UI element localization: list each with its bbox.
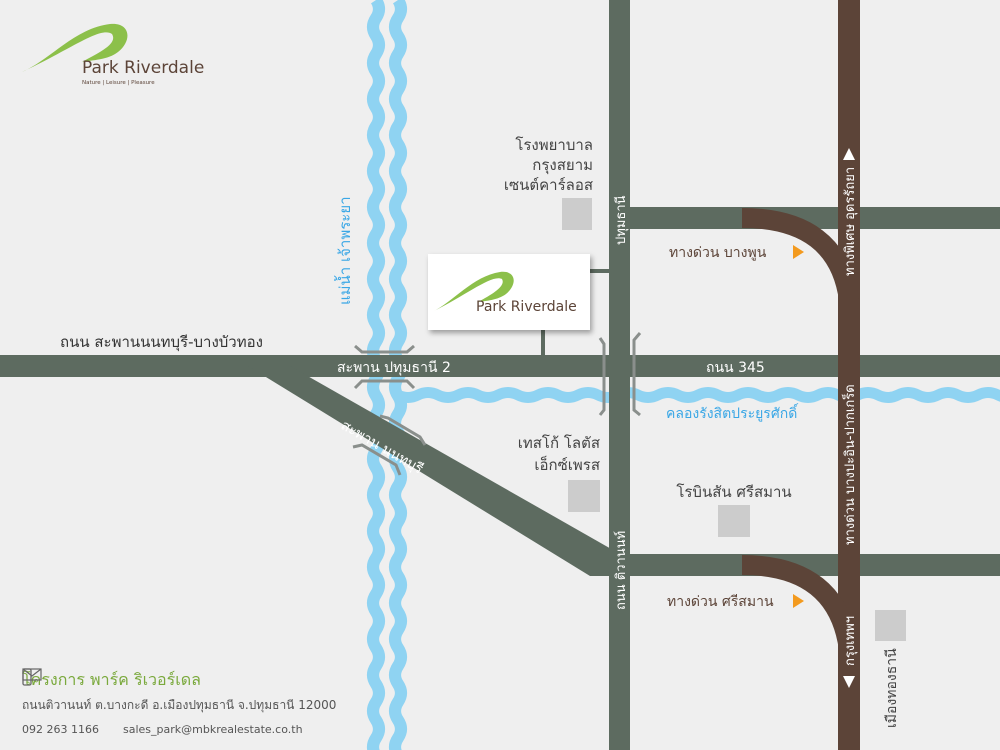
expressway-ramp-bangphun bbox=[741, 208, 859, 302]
project-address: ถนนติวานนท์ ต.บางกะดี อ.เมืองปทุมธานี จ.… bbox=[22, 698, 337, 712]
email-address[interactable]: sales_park@mbkrealestate.co.th bbox=[122, 723, 303, 736]
logo-connector-v bbox=[541, 330, 545, 355]
expressway-ramp-srisaman bbox=[741, 555, 859, 652]
label-tesco-line2: เอ็กซ์เพรส bbox=[534, 455, 600, 474]
envelope-icon bbox=[22, 668, 42, 681]
label-river: แม่น้ำ เจ้าพระยา bbox=[334, 196, 354, 305]
exit-arrow-bangphun-icon bbox=[793, 245, 804, 259]
label-exp-bangkok: กรุงเทพฯ bbox=[843, 616, 858, 666]
label-muangthong: เมืองทองธานี bbox=[884, 648, 900, 728]
expressway-vertical bbox=[838, 0, 860, 750]
phone-number[interactable]: 092 263 1166 bbox=[22, 723, 99, 736]
landmark-robinson-marker bbox=[718, 505, 750, 537]
road-diagonal-nonthaburi bbox=[248, 366, 620, 576]
landmark-tesco-marker bbox=[568, 480, 600, 512]
landmark-muangthong-marker bbox=[875, 610, 906, 641]
contact-block: โครงการ พาร์ค ริเวอร์เดล ถนนติวานนท์ ต.บ… bbox=[22, 668, 336, 736]
arrow-down-icon bbox=[843, 676, 855, 688]
project-location-marker[interactable]: Park Riverdale bbox=[428, 254, 590, 330]
bridge-345-brackets bbox=[598, 332, 642, 417]
bridge-pathum-brackets bbox=[353, 344, 416, 390]
label-road-pathum: ปทุมธานี bbox=[613, 195, 629, 245]
landmark-hospital-marker bbox=[562, 198, 592, 230]
project-name: โครงการ พาร์ค ริเวอร์เดล bbox=[22, 670, 201, 689]
label-exp-udon: ทางพิเศษ อุดรรัถยา bbox=[843, 167, 858, 276]
label-hospital-line1: โรงพยาบาล bbox=[515, 136, 593, 154]
label-exit-srisaman: ทางด่วน ศรีสมาน bbox=[667, 594, 774, 610]
river-chaophraya-right-bank bbox=[389, 0, 407, 750]
label-hospital-line2: กรุงสยาม bbox=[532, 156, 593, 175]
river-chaophraya-left-bank bbox=[367, 0, 385, 750]
brand-tagline: Nature | Leisure | Pleasure bbox=[82, 80, 155, 86]
label-road-left: ถนน สะพานนนทบุรี-บางบัวทอง bbox=[60, 333, 263, 352]
arrow-up-icon bbox=[843, 148, 855, 160]
label-road-345: ถนน 345 bbox=[706, 360, 765, 376]
exit-arrow-srisaman-icon bbox=[793, 594, 804, 608]
label-bridge-pathum: สะพาน ปทุมธานี 2 bbox=[337, 360, 451, 376]
label-exp-bangpa: ทางด่วน บางปะอิน-ปากเกร็ด bbox=[840, 384, 858, 545]
canal-rangsit bbox=[395, 387, 1000, 403]
label-robinson: โรบินสัน ศรีสมาน bbox=[676, 483, 791, 501]
label-hospital-line3: เซนต์คาร์ลอส bbox=[504, 176, 593, 194]
label-canal: คลองรังสิตประยูรศักดิ์ bbox=[666, 403, 799, 422]
project-logo: Park Riverdale bbox=[432, 271, 577, 315]
label-tesco-line1: เทสโก้ โลตัส bbox=[518, 434, 600, 452]
bridge-nonthaburi-brackets bbox=[352, 414, 427, 476]
project-logo-name: Park Riverdale bbox=[476, 299, 577, 315]
label-exit-bangphun: ทางด่วน บางพูน bbox=[669, 245, 767, 261]
road-main-horizontal bbox=[0, 355, 1000, 377]
logo-connector-h bbox=[590, 269, 610, 273]
brand-logo: Park Riverdale Nature | Leisure | Pleasu… bbox=[22, 23, 204, 86]
road-upper-horizontal bbox=[620, 207, 1000, 229]
brand-name: Park Riverdale bbox=[82, 58, 204, 78]
label-road-tiwanon: ถนน ติวานนท์ bbox=[613, 531, 629, 610]
road-tiwanon-vertical bbox=[609, 0, 630, 750]
